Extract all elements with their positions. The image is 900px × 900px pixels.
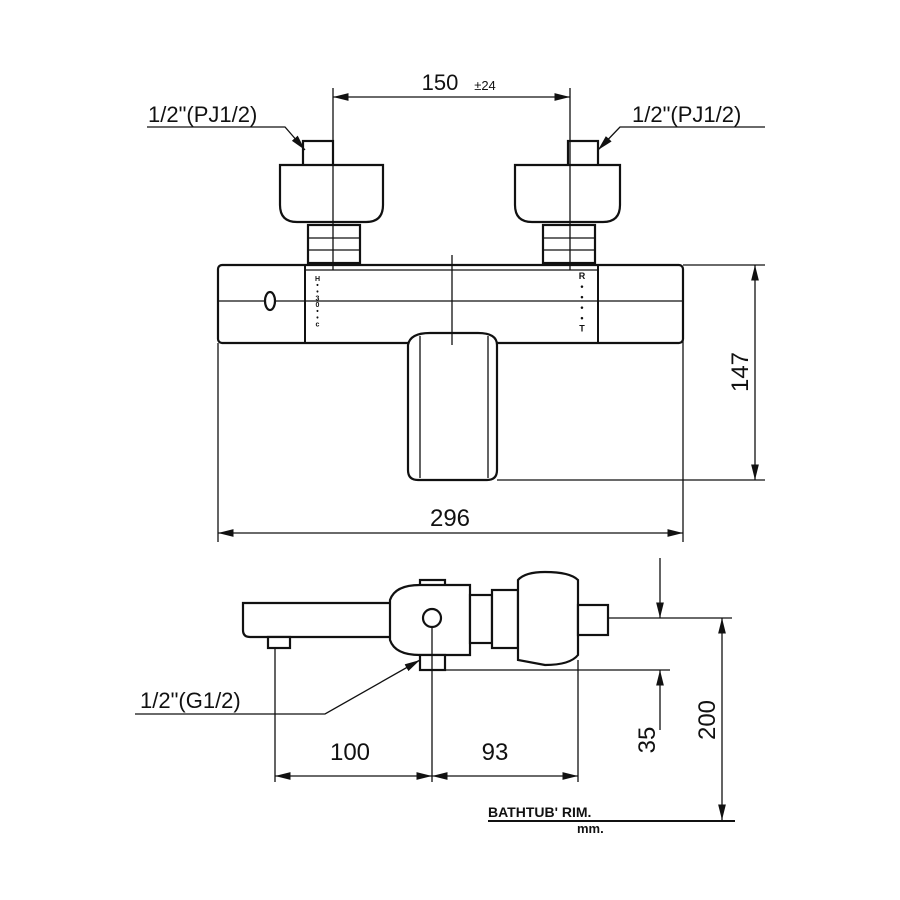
- dim-93: 93: [482, 739, 509, 766]
- dim-150-tolerance: ±24: [474, 78, 496, 93]
- right-cap-nut: [513, 163, 622, 224]
- dim-150: 150: [422, 70, 459, 95]
- unit-label: mm.: [577, 821, 604, 836]
- side-cap-nut: [516, 570, 580, 667]
- side-view: 100 93 35 200 1/2"(G1/2) BATHTUB' RIM. m…: [135, 558, 735, 836]
- dial-left-marks: H••30••c: [314, 276, 321, 328]
- right-inlet-stub: [566, 139, 600, 168]
- dim-296: 296: [430, 505, 470, 532]
- left-inlet-label: 1/2"(PJ1/2): [148, 102, 257, 127]
- right-inlet-label: 1/2"(PJ1/2): [632, 102, 741, 127]
- left-union-nut: [306, 223, 362, 265]
- rim-label: BATHTUB' RIM.: [488, 804, 591, 820]
- spout-outlet: [266, 635, 292, 650]
- top-view: 150 ±24 1/2"(PJ1/2) 1/2"(PJ1/2) 296 147: [147, 70, 765, 542]
- dim-35: 35: [634, 727, 661, 754]
- valve-center: [421, 607, 443, 629]
- dim-147: 147: [727, 352, 754, 392]
- spout: [406, 331, 499, 482]
- side-spout: [241, 601, 397, 639]
- left-inlet-stub: [301, 139, 335, 168]
- dim-200: 200: [694, 700, 721, 740]
- button-icon: [263, 290, 277, 312]
- dim-100: 100: [330, 739, 370, 766]
- valve-body: [216, 263, 685, 345]
- dial-right-marks: R••••T: [577, 270, 587, 334]
- outlet-label: 1/2"(G1/2): [140, 688, 241, 713]
- left-cap-nut: [278, 163, 385, 224]
- side-inlet-stub: [576, 603, 610, 637]
- right-union-nut: [541, 223, 597, 265]
